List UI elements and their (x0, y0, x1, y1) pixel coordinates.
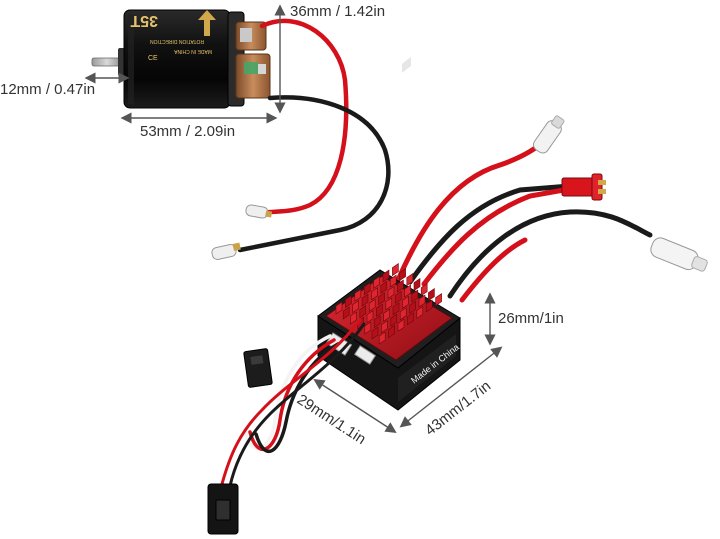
dim-motor-shaft: 12mm / 0.47in (0, 81, 95, 98)
heatsink-fin (350, 311, 357, 325)
heatsink-fin (382, 269, 390, 283)
motor-shaft (91, 57, 123, 67)
heatsink-fin (354, 288, 362, 302)
heatsink-fin (388, 325, 395, 339)
heatsink-fin (397, 318, 405, 332)
motor: 35T ROTATION DIRECTION MADE IN CHINA CE (91, 9, 271, 109)
motor-rotation-label: ROTATION DIRECTION (150, 38, 204, 44)
heatsink-fin (387, 285, 395, 299)
heatsink-fin (399, 307, 407, 321)
heatsink-fin (359, 305, 367, 319)
heatsink-fin (399, 268, 406, 282)
heatsink-fin (420, 283, 428, 297)
signal-wire-white (243, 334, 332, 450)
heatsink-fin (411, 289, 419, 303)
heatsink-fin (361, 293, 369, 307)
signal-wire-red (248, 338, 336, 452)
dim-line-esc-width (313, 378, 397, 434)
motor-arrow-up (198, 10, 216, 36)
heatsink-fin (378, 331, 386, 345)
esc-logo-icon (402, 56, 411, 73)
esc-wire-black-2 (447, 209, 653, 299)
dim-esc-length: 43mm/1.7in (422, 378, 494, 440)
heatsink-fin (394, 290, 402, 304)
esc-connectors (532, 115, 708, 272)
signal-wire-black (254, 342, 340, 454)
dim-motor-length: 53mm / 2.09in (140, 123, 235, 140)
dim-esc-width: 29mm/1.1in (294, 391, 369, 448)
heatsink-fin (371, 287, 378, 301)
heatsink-fin (373, 275, 380, 289)
heatsink-fin (335, 301, 343, 315)
motor-wires (211, 18, 391, 260)
bullet-connector-right (650, 237, 708, 272)
heatsink-fin (371, 326, 379, 340)
heatsink-fin (407, 312, 414, 326)
dim-line-esc-length (399, 346, 503, 428)
esc-wire-red-2 (421, 185, 578, 287)
heatsink-fin (342, 306, 350, 320)
heatsink-fin (404, 284, 411, 298)
deans-plug (561, 173, 606, 201)
heatsink-fin (390, 313, 398, 327)
esc-wire-black-1 (407, 183, 573, 285)
heatsink-fin (406, 273, 414, 287)
heatsink-fin (402, 295, 409, 309)
esc-power-wires (395, 137, 653, 303)
motor-made-label: MADE IN CHINA (174, 48, 212, 54)
esc-wire-red-3 (459, 237, 528, 303)
switch-wire-black (228, 322, 366, 488)
motor-wire-black (237, 95, 391, 253)
heatsink-fin (425, 299, 433, 313)
servo-plug (243, 348, 273, 388)
heatsink-fin (435, 293, 442, 307)
heatsink-fin (363, 282, 371, 296)
heatsink-fin (381, 320, 388, 334)
heatsink-fin (389, 274, 397, 288)
dim-esc-height: 26mm/1in (498, 310, 564, 327)
switch-wire-red (220, 318, 362, 486)
esc-heatsink-fins (335, 263, 442, 345)
heatsink-fin (368, 298, 376, 312)
heatsink-fin (366, 310, 374, 324)
heatsink-fin (418, 294, 426, 308)
motor-turns-label: 35T (130, 12, 158, 29)
heatsink-fin (428, 288, 435, 302)
esc-body: Made in China (317, 56, 461, 411)
heatsink-fin (378, 292, 385, 306)
motor-ce-mark: CE (148, 55, 158, 62)
heatsink-fin (392, 263, 399, 277)
receiver-lead (220, 318, 366, 488)
heatsink-fin (392, 302, 400, 316)
power-switch-toggle (215, 499, 231, 521)
heatsink-fin (352, 300, 359, 314)
heatsink-fin (385, 297, 393, 311)
heatsink-fin (383, 308, 390, 322)
heatsink-fin (376, 303, 383, 317)
esc-wire-red-1 (395, 137, 548, 283)
dim-motor-diameter: 36mm / 1.42in (290, 3, 385, 20)
bullet-connector-top (532, 115, 565, 154)
heatsink-fin (345, 295, 352, 309)
motor-wire-red (255, 18, 349, 217)
heatsink-fin (397, 279, 404, 293)
motor-bullet-red (245, 204, 269, 219)
heatsink-fin (364, 321, 372, 335)
heatsink-fin (413, 278, 421, 292)
motor-brush-bottom (235, 53, 271, 99)
heatsink-fin (373, 315, 381, 329)
heatsink-fin (409, 300, 416, 314)
heatsink-fin (380, 280, 388, 294)
heatsink-fin (416, 305, 424, 319)
